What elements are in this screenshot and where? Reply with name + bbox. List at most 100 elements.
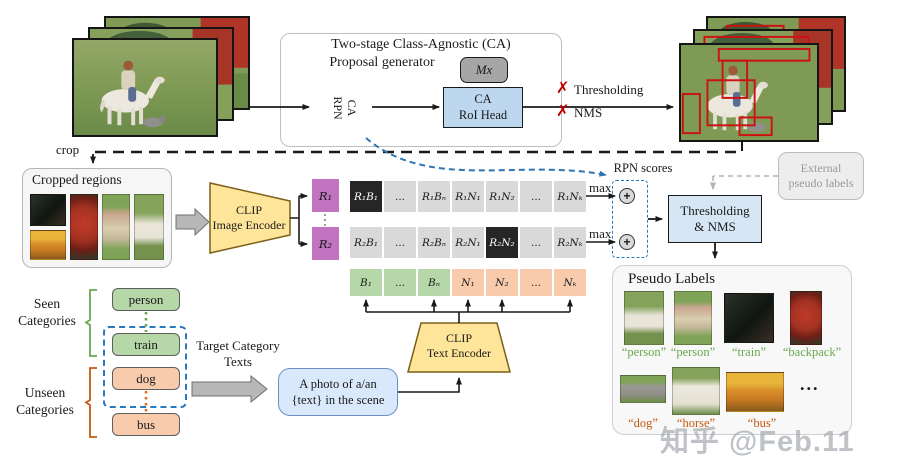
nms-rejected-label: NMS: [574, 105, 603, 120]
thresholding-nms-line1: Thresholding: [680, 202, 750, 218]
crop-thumb-train-image: [30, 194, 66, 226]
clip-text-encoder-line2: Text Encoder: [426, 346, 492, 360]
pseudo-thumb-person-image: [674, 291, 712, 345]
crop-label: crop: [56, 142, 80, 157]
pseudo-label-text: “person”: [621, 345, 667, 359]
matrix-cell: R₁N₁: [452, 181, 484, 212]
matrix-cell: ...: [520, 269, 552, 296]
matrix-cell: ...: [384, 269, 416, 296]
m-times-box: Mx: [460, 57, 508, 83]
matrix-cell: R₂Bₙ: [418, 227, 450, 258]
matrix-cell: N₂: [486, 269, 518, 296]
category-box-bus: bus: [112, 413, 180, 436]
matrix-cell: ...: [520, 181, 552, 212]
pseudo-ellipsis: ...: [800, 374, 820, 394]
thresholding-nms-line2: & NMS: [694, 219, 736, 234]
thresholding-rejected-label: Thresholding: [574, 82, 644, 97]
clip-text-encoder-line1: CLIP: [445, 331, 472, 345]
pseudo-labels-title: Pseudo Labels: [628, 271, 716, 287]
prompt-template-box: A photo of a/an {text} in the scene: [278, 368, 398, 416]
similarity-row-1: R₁B₁ ... R₁Bₙ R₁N₁ R₁N₂ ... R₁Nₖ: [350, 181, 586, 212]
matrix-cell: N₁: [452, 269, 484, 296]
matrix-cell: R₂N₁: [452, 227, 484, 258]
crop-thumb-bus-image: [30, 230, 66, 260]
matrix-cell: R₂B₁: [350, 227, 382, 258]
ca-roi-head-box: CA RoI Head: [443, 87, 523, 128]
plus-glyph: +: [623, 189, 631, 203]
block-arrow-texts-to-prompt: [191, 374, 268, 404]
rpn-score-fusion-region: [612, 180, 648, 258]
category-box-dog: dog: [112, 367, 180, 390]
matrix-cell: ...: [384, 181, 416, 212]
matrix-cell: ...: [520, 227, 552, 258]
matrix-cell: R₁Nₖ: [554, 181, 586, 212]
matrix-cell: B₁: [350, 269, 382, 296]
category-box-train: train: [112, 333, 180, 356]
prompt-line1: A photo of a/an: [299, 376, 377, 391]
ca-roi-head-line2: RoI Head: [458, 107, 508, 122]
pseudo-thumb-horse-image: [672, 367, 720, 415]
plus-glyph: +: [623, 235, 631, 249]
pseudo-thumb-backpack-image: [790, 291, 822, 345]
matrix-cell: ...: [384, 227, 416, 258]
pseudo-label-text: “backpack”: [782, 345, 842, 359]
crop-thumb-person-image: [102, 194, 130, 260]
pseudo-label-text: “horse”: [676, 416, 716, 430]
clip-image-encoder-label: CLIP Image Encoder: [208, 203, 290, 233]
prompt-line2: {text} in the scene: [291, 393, 385, 407]
text-encoder-branch: [366, 311, 570, 323]
pseudo-label-text: “dog”: [628, 416, 658, 430]
pseudo-thumb-bus-image: [726, 372, 784, 412]
input-photo-front: [72, 38, 218, 137]
seen-categories-line2: Categories: [18, 312, 76, 328]
thresholding-nms-box: Thresholding & NMS: [668, 195, 762, 243]
seen-categories-label: Seen Categories: [4, 296, 90, 330]
horse-rider-scene-with-boxes: [681, 45, 817, 140]
pseudo-thumb-train-image: [724, 293, 774, 343]
matrix-cell: R₂Nₖ: [554, 227, 586, 258]
pseudo-thumb-person-image: [624, 291, 664, 345]
pseudo-thumb-dog-image: [620, 375, 666, 403]
target-category-texts-label: Target Category Texts: [188, 338, 288, 371]
target-category-line1: Target Category: [196, 338, 280, 353]
external-pseudo-labels-box: External pseudo labels: [778, 152, 864, 200]
matrix-cell: R₂N₂: [486, 227, 518, 258]
region-embedding-r1: R₁: [312, 179, 339, 212]
ca-rpn-label-line1: CA: [344, 99, 359, 117]
region-embedding-r2: R₂: [312, 227, 339, 260]
pseudo-label-text: “train”: [731, 345, 766, 359]
proposal-generator-title-line1: Two-stage Class-Agnostic (CA): [331, 37, 511, 52]
similarity-row-2: R₂B₁ ... R₂Bₙ R₂N₁ R₂N₂ ... R₂Nₖ: [350, 227, 586, 258]
unseen-categories-label: Unseen Categories: [0, 385, 90, 419]
horse-rider-scene: [74, 40, 216, 135]
external-pseudo-labels-line2: pseudo labels: [788, 176, 854, 190]
m-times-label: Mx: [475, 62, 493, 77]
cropped-regions-collage: [30, 194, 164, 262]
proposal-generator-title-line2: Proposal generator: [329, 55, 435, 70]
clip-image-encoder-line2: Image Encoder: [212, 218, 286, 232]
max-label: max: [589, 226, 612, 241]
pseudo-label-text: “bus”: [747, 416, 777, 430]
matrix-cell: Bₙ: [418, 269, 450, 296]
crop-thumb-backpack-image: [70, 194, 98, 260]
rpn-scores-label: RPN scores: [613, 161, 673, 175]
matrix-cell: R₁Bₙ: [418, 181, 450, 212]
encoder-branch-lines: [290, 196, 300, 244]
clip-text-encoder-label: CLIP Text Encoder: [408, 331, 510, 361]
external-pseudo-labels-line1: External: [800, 161, 842, 175]
ca-rpn-label: CA RPN: [322, 86, 366, 130]
category-box-person: person: [112, 288, 180, 311]
watermark: 知乎 @Feb.11: [660, 426, 855, 458]
matrix-cell: R₁N₂: [486, 181, 518, 212]
matrix-cell: R₁B₁: [350, 181, 382, 212]
ca-roi-head-line1: CA: [474, 91, 492, 106]
unseen-categories-line2: Categories: [16, 401, 74, 417]
text-embedding-row: B₁ ... Bₙ N₁ N₂ ... Nₖ: [350, 269, 586, 296]
x-icon: ✗: [556, 101, 570, 120]
cropped-regions-title: Cropped regions: [32, 172, 122, 187]
x-icon: ✗: [556, 78, 570, 97]
block-arrow-crops-to-encoder: [175, 207, 210, 237]
ca-rpn-label-line2: RPN: [331, 96, 345, 120]
pseudo-label-text: “person”: [670, 345, 716, 359]
